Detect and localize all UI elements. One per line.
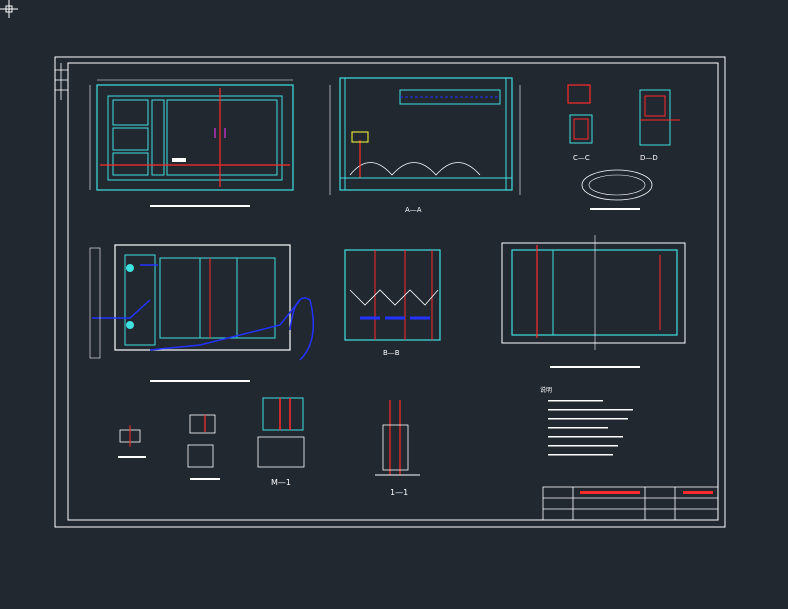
cursor-crosshair-icon <box>0 0 18 18</box>
section-a-a: A—A <box>329 77 521 214</box>
detail-small-1 <box>118 425 146 458</box>
section-1-label: 1—1 <box>390 488 408 497</box>
outer-sheet-frame <box>54 56 726 528</box>
plan-view-right <box>501 235 686 368</box>
inner-sheet-frame <box>67 62 719 521</box>
section-b-label: B—B <box>383 349 400 357</box>
section-a-label: A—A <box>405 206 422 214</box>
notes-heading: 说明 <box>540 386 552 394</box>
plan-view-top <box>89 79 294 207</box>
section-d-label: D—D <box>640 154 658 162</box>
title-block <box>542 486 719 521</box>
plan-view-middle <box>89 244 315 382</box>
detail-d-d: D—D <box>639 89 680 162</box>
section-m-label: M—1 <box>271 478 291 487</box>
detail-small-2 <box>187 414 220 480</box>
binding-strip <box>55 63 68 100</box>
section-1-1: 1—1 <box>375 400 420 497</box>
notes-block: 说明 <box>540 386 633 456</box>
section-b-b: B—B <box>344 249 441 357</box>
oval-detail <box>581 169 653 210</box>
detail-m-1: M—1 <box>257 397 305 487</box>
detail-c-c: C—C <box>567 84 593 162</box>
section-c-label: C—C <box>573 154 590 162</box>
